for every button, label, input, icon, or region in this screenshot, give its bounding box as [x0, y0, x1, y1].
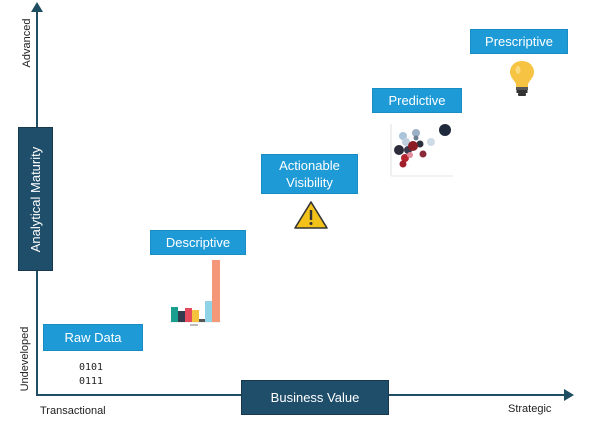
- stage-actionable-visibility-label: Actionable Visibility: [279, 158, 340, 190]
- y-axis-title: Analytical Maturity: [28, 146, 44, 252]
- stage-descriptive-label: Descriptive: [165, 235, 231, 250]
- light-bulb-icon: [510, 61, 534, 96]
- y-axis-bottom-label: Undeveloped: [19, 326, 31, 392]
- stage-raw-data-label: Raw Data: [64, 330, 122, 345]
- warning-icon: [294, 201, 328, 229]
- x-axis-left-label: Transactional: [40, 405, 106, 417]
- x-axis-right-label: Strategic: [508, 403, 552, 415]
- raw-data-binary-line-2: 0111: [79, 376, 104, 387]
- stage-descriptive: Descriptive: [151, 231, 245, 254]
- x-axis-arrow: [564, 389, 574, 401]
- x-axis-title-box: Business Value: [242, 381, 388, 414]
- bar-chart-icon: [169, 260, 221, 326]
- stage-actionable-visibility: Actionable Visibility: [262, 155, 357, 193]
- stage-predictive: Predictive: [373, 89, 461, 112]
- stage-predictive-label: Predictive: [388, 93, 446, 108]
- scatter-plot-icon: [390, 124, 453, 177]
- y-axis-title-box: Analytical Maturity: [19, 128, 52, 270]
- y-axis-top-label: Advanced: [21, 18, 33, 68]
- stage-raw-data: Raw Data: [44, 325, 142, 350]
- x-axis-title: Business Value: [270, 390, 360, 405]
- y-axis-arrow: [31, 2, 43, 12]
- raw-data-binary-line-1: 0101: [79, 362, 104, 373]
- stage-prescriptive: Prescriptive: [471, 30, 567, 53]
- stage-prescriptive-label: Prescriptive: [485, 34, 553, 49]
